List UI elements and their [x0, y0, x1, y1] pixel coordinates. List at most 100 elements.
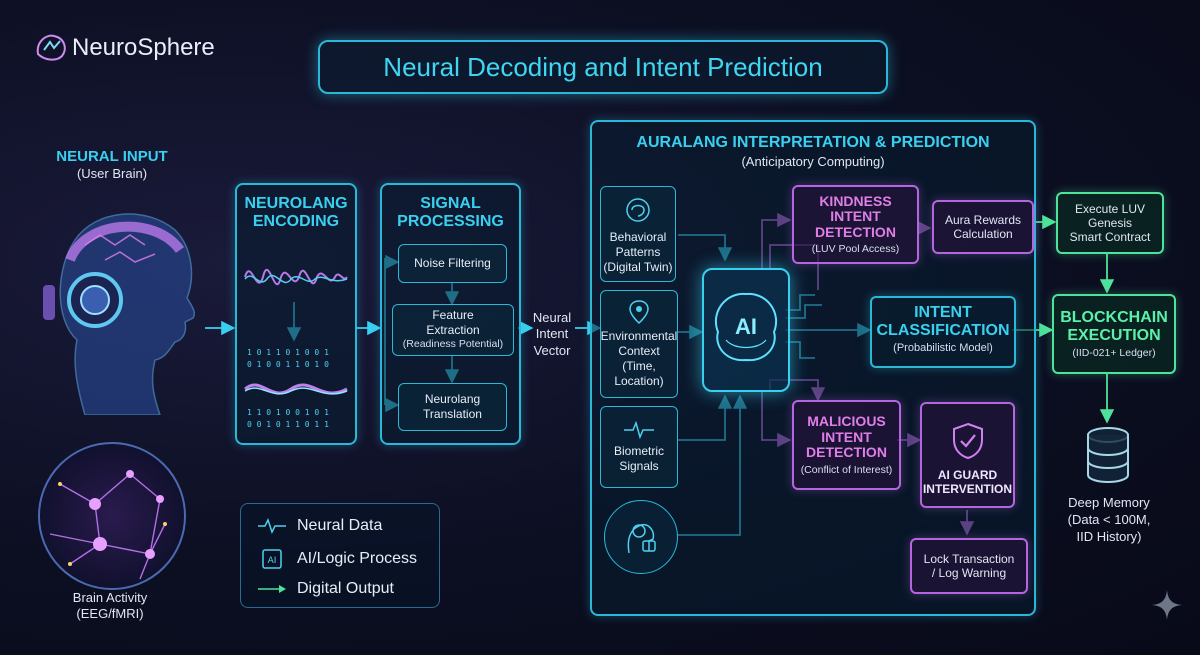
brain-head-icon [626, 198, 650, 222]
intent-t1: INTENT [914, 304, 972, 321]
feature-line-1: Feature [432, 308, 474, 323]
ai-label: AI [735, 314, 757, 339]
lock-line-2: / Log Warning [931, 566, 1007, 580]
malicious-t1: MALICIOUS [807, 413, 886, 430]
neural-input-subtitle: (User Brain) [76, 166, 148, 181]
page-title: Neural Decoding and Intent Prediction [383, 52, 823, 82]
lock-line-1: Lock Transaction [923, 552, 1015, 566]
environmental-line-3: (Time, [622, 359, 656, 373]
behavioral-line-2: Patterns [615, 245, 661, 259]
vector-line-1: Neural [532, 310, 572, 325]
memory-line-2: (Data < 100M, [1067, 511, 1151, 527]
title-frame: Neural Decoding and Intent Prediction [318, 40, 888, 94]
svg-text:1 0 1 1 0 1 0 0 1: 1 0 1 1 0 1 0 0 1 [247, 348, 329, 357]
kindness-t3: DETECTION [815, 223, 896, 240]
deep-memory-label: Deep Memory (Data < 100M, IID History) [1050, 495, 1168, 546]
luv-line-2: Genesis [1087, 216, 1133, 230]
brand-name: NeuroSphere [72, 34, 215, 61]
brain-activity-label-2: (EEG/fMRI) [76, 606, 144, 621]
signal-title-2: PROCESSING [397, 213, 504, 230]
memory-line-1: Deep Memory [1068, 495, 1150, 510]
legend-item-neural-data: Neural Data [257, 517, 382, 535]
brain-activity-label-1: Brain Activity [72, 590, 148, 605]
blockchain-sub: (IID-021+ Ledger) [1072, 347, 1156, 360]
ai-brain-icon [715, 292, 777, 362]
svg-text:1 1 0 1 0 0 1 0 1: 1 1 0 1 0 0 1 0 1 [247, 408, 329, 417]
environmental-line-2: Context [618, 344, 660, 358]
svg-text:0 1 0 0 1 1 0 1 0: 0 1 0 0 1 1 0 1 0 [247, 360, 329, 369]
legend-label-0: Neural Data [297, 517, 383, 534]
noise-filtering-label: Noise Filtering [414, 256, 491, 270]
biometric-line-1: Biometric [613, 444, 664, 458]
ai-guard-box: AI GUARD INTERVENTION [920, 402, 1015, 508]
location-pin-icon [629, 300, 649, 325]
translation-line-1: Neurolang [424, 392, 481, 406]
environmental-line-1: Environmental [600, 329, 678, 343]
aura-line-1: Aura Rewards [944, 213, 1022, 227]
legend-item-digital-output: Digital Output [257, 580, 394, 598]
kindness-t1: KINDNESS [819, 192, 892, 209]
luv-line-1: Execute LUV [1074, 202, 1146, 216]
biometric-signals-input: Biometric Signals [600, 406, 678, 488]
noise-filtering-step: Noise Filtering [398, 244, 507, 283]
malicious-t3: DETECTION [806, 444, 887, 461]
blockchain-t1: BLOCKCHAIN [1060, 308, 1168, 326]
legend: Neural Data AI AI/Logic Process Digital … [240, 503, 440, 608]
auralang-subtitle: (Anticipatory Computing) [741, 154, 885, 169]
execute-luv-box: Execute LUV Genesis Smart Contract [1056, 192, 1164, 254]
kindness-sub: (LUV Pool Access) [811, 243, 900, 256]
malicious-t2: INTENT [821, 428, 872, 445]
guard-t1: AI GUARD [937, 468, 998, 482]
auralang-title: AURALANG INTERPRETATION & PREDICTION [636, 134, 990, 151]
feature-extraction-step: Feature Extraction (Readiness Potential) [392, 304, 514, 356]
ai-chip-icon: AI [262, 549, 282, 569]
brand-logo-icon [34, 32, 68, 62]
svg-text:0 0 1 0 1 1 0 1 1: 0 0 1 0 1 1 0 1 1 [247, 420, 329, 429]
binary-stream-icon: 1 0 1 1 0 1 0 0 1 0 1 0 0 1 1 0 1 0 1 1 … [244, 348, 348, 429]
waveform-graphic-icon [244, 268, 348, 286]
environmental-context-input: Environmental Context (Time, Location) [600, 290, 678, 398]
kindness-intent-box: KINDNESS INTENT DETECTION (LUV Pool Acce… [792, 185, 919, 264]
arrow-icon [258, 585, 286, 593]
waveform-icon [258, 518, 286, 534]
behavioral-line-3: (Digital Twin) [603, 260, 673, 274]
aura-rewards-box: Aura Rewards Calculation [932, 200, 1034, 254]
malicious-intent-box: MALICIOUS INTENT DETECTION (Conflict of … [792, 400, 901, 490]
legend-label-1: AI/Logic Process [297, 550, 418, 567]
neurolang-encoding-panel: NEUROLANG ENCODING 1 0 1 1 0 1 0 0 1 0 1… [235, 183, 357, 445]
environmental-line-4: Location) [614, 374, 664, 388]
biometric-line-2: Signals [619, 459, 659, 473]
translation-line-2: Translation [423, 407, 482, 421]
neural-intent-vector-label: Neural Intent Vector [522, 310, 582, 359]
brain-activity-icon [38, 442, 186, 590]
blockchain-execution-box: BLOCKCHAIN EXECUTION (IID-021+ Ledger) [1052, 294, 1176, 374]
malicious-sub: (Conflict of Interest) [800, 463, 893, 476]
shield-check-icon [952, 422, 983, 460]
neurolang-translation-step: Neurolang Translation [398, 383, 507, 431]
aura-line-2: Calculation [953, 227, 1013, 241]
legend-label-2: Digital Output [297, 580, 394, 597]
lock-transaction-box: Lock Transaction / Log Warning [910, 538, 1028, 594]
behavioral-line-1: Behavioral [609, 230, 667, 244]
pulse-icon [624, 420, 654, 440]
svg-text:AI: AI [268, 556, 277, 566]
legend-item-ai-process: AI AI/Logic Process [257, 548, 417, 570]
encoding-title-1: NEUROLANG [244, 195, 348, 212]
vector-line-3: Vector [533, 342, 571, 358]
feature-line-3: (Readiness Potential) [402, 338, 504, 351]
feature-line-2: Extraction [426, 323, 480, 338]
intent-t2: CLASSIFICATION [876, 322, 1010, 339]
guard-t2: INTERVENTION [922, 482, 1013, 496]
database-icon [1083, 425, 1133, 485]
user-profile-icon [604, 500, 678, 574]
memory-line-3: IID History) [1076, 528, 1142, 544]
encoding-title-2: ENCODING [252, 213, 340, 230]
luv-line-3: Smart Contract [1069, 230, 1151, 244]
intent-sub: (Probabilistic Model) [893, 342, 993, 354]
vector-line-2: Intent [535, 326, 569, 342]
sparkle-icon [1150, 588, 1184, 622]
neural-input-title: NEURAL INPUT [56, 148, 168, 165]
behavioral-patterns-input: Behavioral Patterns (Digital Twin) [600, 186, 676, 282]
blockchain-t2: EXECUTION [1067, 326, 1161, 344]
head-illustration-icon [15, 190, 210, 416]
